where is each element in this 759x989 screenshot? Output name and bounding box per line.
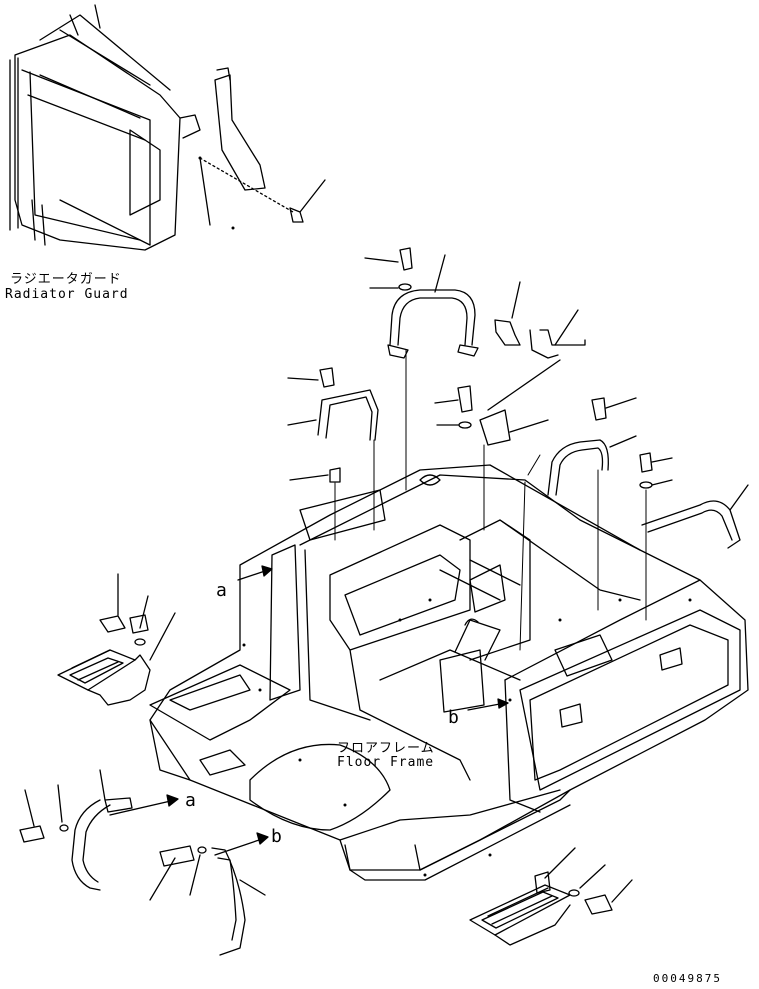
- ref-b-bottom-label: b: [271, 826, 283, 847]
- drawing-number: 00049875: [653, 972, 722, 985]
- guard-bolt: [289, 179, 326, 223]
- floor-frame-label-en: Floor Frame: [337, 755, 435, 770]
- radiator-guard-label-en: Radiator Guard: [5, 287, 129, 302]
- leader-line: [199, 157, 294, 213]
- leader-line: [199, 157, 211, 226]
- handrail-left: [287, 367, 379, 483]
- clip-and-bolt: [494, 281, 586, 359]
- ref-a-bottom-label: a: [185, 790, 197, 811]
- floor-frame-label-jp: フロアフレーム: [337, 741, 435, 756]
- guard-bracket: [214, 67, 266, 191]
- top-handrail: [364, 247, 479, 359]
- leader-lines: [334, 349, 647, 651]
- bolt-holes: [198, 156, 692, 877]
- floor-frame: [149, 464, 749, 881]
- radiator-guard: [9, 4, 201, 251]
- handrail-bottom-a: [19, 769, 133, 891]
- handrail-bottom-b: [149, 845, 266, 956]
- handrail-right: [547, 397, 673, 496]
- radiator-guard-label-jp: ラジエータガード: [10, 272, 122, 287]
- left-step: [57, 573, 176, 706]
- center-bracket: [434, 359, 561, 446]
- long-handrail: [641, 484, 749, 549]
- right-step: [469, 847, 633, 946]
- ref-a-top-label: a: [216, 580, 228, 601]
- ref-arrows: [109, 565, 509, 856]
- ref-b-right-label: b: [448, 707, 460, 728]
